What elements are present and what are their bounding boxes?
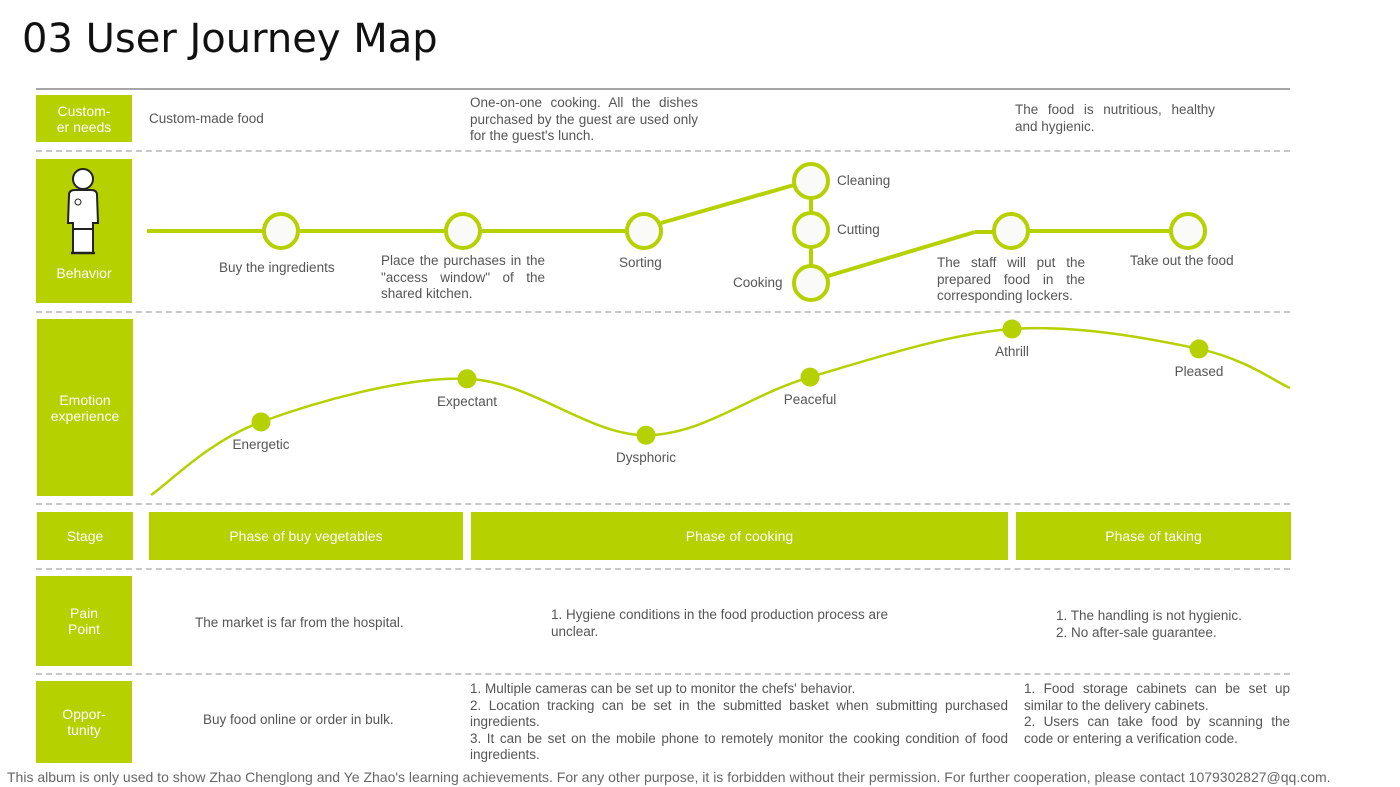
row-divider — [36, 311, 1290, 313]
phase-cooking: Phase of cooking — [471, 512, 1008, 560]
step-label-sorting: Sorting — [619, 255, 662, 270]
row-divider — [36, 150, 1290, 152]
step-node-cutting — [792, 211, 830, 249]
opportunity-item-1: Buy food online or order in bulk. — [203, 712, 394, 727]
flow-line — [660, 183, 795, 225]
emotion-label-expectant: Expectant — [437, 394, 497, 409]
emotion-point-athrill — [1002, 319, 1022, 339]
step-node-buy — [262, 212, 300, 250]
row-label-customer-needs: Custom- er needs — [36, 95, 132, 142]
emotion-point-dysphoric — [636, 425, 656, 445]
page-title: 03 User Journey Map — [22, 16, 438, 62]
row-label-pain-point: Pain Point — [36, 576, 132, 666]
phase-taking: Phase of taking — [1016, 512, 1291, 560]
step-node-cooking — [792, 264, 830, 302]
emotion-point-expectant — [457, 369, 477, 389]
pain-item-3: 1. The handling is not hygienic. 2. No a… — [1056, 608, 1242, 640]
need-item-2: One-on-one cooking. All the dishes purch… — [470, 95, 698, 143]
row-label-behavior: Behavior — [36, 159, 132, 303]
opportunity-item-3: 1. Food storage cabinets can be set up s… — [1024, 681, 1290, 746]
opportunity-item-2: 1. Multiple cameras can be set up to mon… — [470, 681, 1008, 762]
emotion-label-athrill: Athrill — [995, 344, 1029, 359]
copyright-footer: This album is only used to show Zhao Che… — [7, 769, 1331, 785]
step-node-take — [1169, 212, 1207, 250]
pain-item-1: The market is far from the hospital. — [195, 615, 404, 630]
step-label-buy: Buy the ingredients — [219, 260, 335, 275]
emotion-curve — [150, 326, 1291, 497]
step-node-cleaning — [792, 162, 830, 200]
step-label-cleaning: Cleaning — [837, 173, 891, 188]
row-divider — [36, 568, 1290, 570]
behavior-flow — [147, 162, 1207, 302]
row-divider — [36, 673, 1290, 675]
step-label-place: Place the purchases in the "access windo… — [381, 253, 545, 301]
emotion-point-energetic — [251, 412, 271, 432]
row-label-emotion: Emotion experience — [37, 319, 133, 496]
emotion-label-dysphoric: Dysphoric — [616, 450, 676, 465]
emotion-label-pleased: Pleased — [1175, 364, 1224, 379]
row-label-opportunity: Oppor- tunity — [36, 681, 132, 763]
need-item-3: The food is nutritious, healthy and hygi… — [1015, 102, 1215, 134]
emotion-label-energetic: Energetic — [232, 437, 289, 452]
step-node-sorting — [625, 212, 663, 250]
row-divider — [36, 503, 1290, 505]
need-item-1: Custom-made food — [149, 111, 264, 126]
flow-line — [827, 230, 976, 278]
phase-buy-vegetables: Phase of buy vegetables — [149, 512, 463, 560]
emotion-point-pleased — [1189, 339, 1209, 359]
top-divider — [36, 88, 1290, 90]
pain-item-2: 1. Hygiene conditions in the food produc… — [551, 607, 888, 639]
step-node-place — [444, 212, 482, 250]
row-label-stage: Stage — [37, 512, 133, 560]
step-label-cooking: Cooking — [733, 275, 783, 290]
step-label-lockers: The staff will put the prepared food in … — [937, 255, 1085, 303]
person-icon — [66, 168, 100, 255]
step-label-cutting: Cutting — [837, 222, 880, 237]
emotion-point-peaceful — [800, 367, 820, 387]
step-label-take: Take out the food — [1130, 253, 1234, 268]
step-node-lockers — [992, 212, 1030, 250]
row-label-behavior-text: Behavior — [56, 265, 112, 281]
emotion-label-peaceful: Peaceful — [784, 392, 837, 407]
